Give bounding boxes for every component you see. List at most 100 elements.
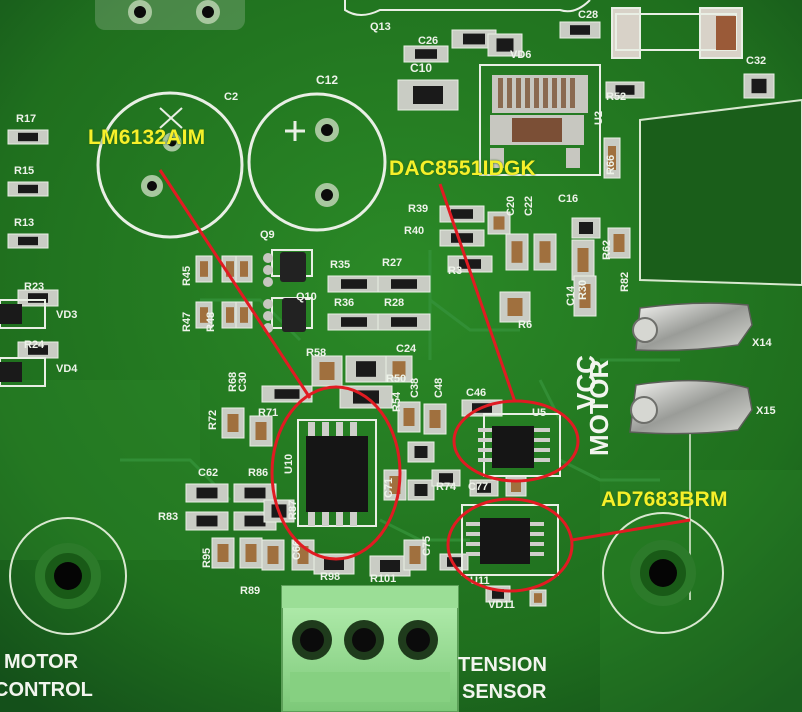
refdes-r28: R28 [384,297,404,309]
refdes-c10: C10 [410,61,432,75]
component-top-right [611,7,743,59]
refdes-r87: R87 [287,500,299,520]
terminal-x14 [632,302,753,352]
refdes-r68: R68 [227,372,239,392]
terminal-x15 [629,379,753,435]
callout-dac8551idgk: DAC8551IDGK [389,157,536,180]
refdes-q10: Q10 [296,291,317,303]
capacitor-top-left [95,0,245,30]
refdes-r40: R40 [404,225,424,237]
refdes-r98: R98 [320,571,340,583]
diode-vd4 [0,357,46,387]
callout-ad7683brm: AD7683BRM [601,488,728,511]
refdes-r6: R6 [518,319,532,331]
refdes-c32: C32 [746,55,766,67]
refdes-u10: U10 [283,454,295,474]
refdes-r101: R101 [370,573,396,585]
tension-sensor-line2: SENSOR [462,681,547,703]
refdes-c14: C14 [565,285,577,306]
annotations [158,169,691,593]
pointer-u5 [438,183,517,403]
refdes-r45: R45 [181,266,193,286]
refdes-c26: C26 [418,35,438,47]
traces [120,250,691,600]
transistor-q10 [263,297,313,333]
refdes-r15: R15 [14,165,34,177]
refdes-r17: R17 [16,113,36,125]
refdes-r47: R47 [181,312,193,332]
refdes-r24: R24 [24,339,45,351]
refdes-r52: R52 [606,91,626,103]
capacitor-c2 [96,91,244,239]
refdes-vd4: VD4 [56,363,78,375]
mounting-hole-right [602,512,724,634]
refdes-r72: R72 [207,410,219,430]
refdes-c22: C22 [523,196,535,216]
refdes-c12: C12 [316,73,338,87]
refdes-c46: C46 [466,387,486,399]
refdes-r62: R62 [601,240,613,260]
refdes-c62: C62 [198,467,218,479]
refdes-r23: R23 [24,281,44,293]
refdes-c24: C24 [396,343,417,355]
refdes-r3: R3 [448,265,462,277]
refdes-r13: R13 [14,217,34,229]
refdes-c2: C2 [224,91,238,103]
refdes-c28: C28 [578,9,598,21]
refdes-c38: C38 [409,378,421,398]
refdes-c71: C71 [383,478,395,498]
refdes-r82: R82 [619,272,631,292]
pointer-u10 [158,169,312,399]
mounting-hole-left [9,517,127,635]
refdes-r58: R58 [306,347,326,359]
refdes-c20: C20 [505,196,517,216]
refdes-c16: C16 [558,193,578,205]
refdes-vd11: VD11 [488,599,515,611]
motor-outline [639,98,802,287]
transistor-q9 [263,249,313,287]
refdes-c30: C30 [237,372,249,392]
refdes-r74: R74 [436,481,457,493]
refdes-x15: X15 [756,405,776,417]
chip-u10 [297,419,377,527]
u2-footprint [479,64,601,176]
motor-label: MOTOR [584,359,614,456]
refdes-c75: C75 [421,536,433,556]
tension-sensor-line1: TENSION [458,654,547,676]
refdes-r39: R39 [408,203,428,215]
refdes-vd3: VD3 [56,309,77,321]
motor-control-line1: MOTOR [4,651,79,673]
ring-u11 [446,497,574,593]
refdes-r30: R30 [577,280,589,300]
refdes-r48: R48 [205,312,217,332]
diode-vd3 [0,299,46,329]
refdes-r27: R27 [382,257,402,269]
capacitor-c12 [247,92,387,232]
tension-sensor-terminal [281,585,459,712]
refdes-u5: U5 [532,407,546,419]
pointer-u11 [571,518,691,542]
refdes-u2: U2 [593,111,605,125]
refdes-r71: R71 [258,407,278,419]
callout-lm6132aim: LM6132AIM [88,126,206,149]
chip-u5 [478,413,561,477]
refdes-r54: R54 [391,391,403,412]
refdes-r89: R89 [240,585,260,597]
refdes-x14: X14 [752,337,772,349]
refdes-r86: R86 [248,467,268,479]
refdes-r83: R83 [158,511,178,523]
refdes-c48: C48 [433,378,445,398]
refdes-r36: R36 [334,297,354,309]
refdes-c77: C77 [468,481,488,493]
ring-u10 [270,385,402,561]
refdes-vd6: VD6 [510,49,531,61]
refdes-r50: R50 [386,373,406,385]
refdes-r66: R66 [605,155,617,175]
refdes-r35: R35 [330,259,350,271]
chip-u11 [461,504,559,576]
refdes-q9: Q9 [260,229,275,241]
refdes-r95: R95 [201,548,213,568]
motor-control-line2: CONTROL [0,679,93,701]
